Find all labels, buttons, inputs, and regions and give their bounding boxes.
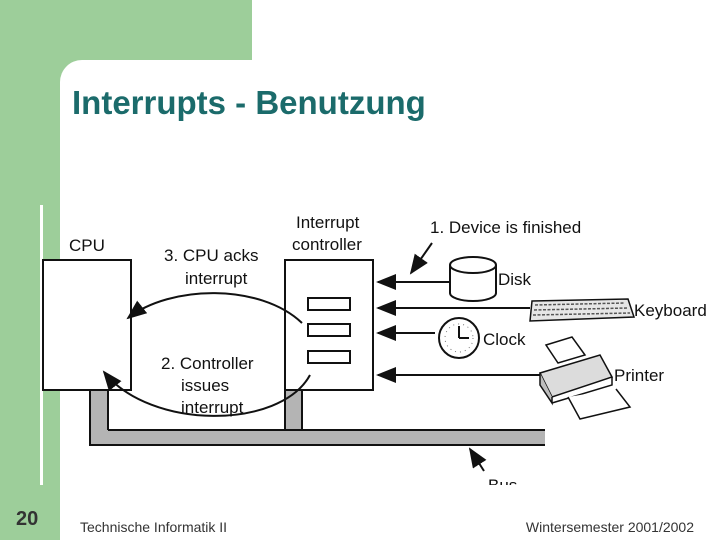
disk-label: Disk bbox=[498, 270, 532, 289]
semester-label: Wintersemester 2001/2002 bbox=[525, 519, 694, 535]
course-name: Technische Informatik II bbox=[80, 519, 228, 535]
slide-title: Interrupts - Benutzung bbox=[72, 84, 426, 121]
bus-drop-controller-fill bbox=[285, 390, 302, 430]
controller-label-line2: controller bbox=[292, 235, 362, 254]
controller-slot-2 bbox=[307, 323, 351, 337]
controller-slot-3 bbox=[307, 350, 351, 364]
printer-icon bbox=[538, 336, 632, 420]
step2-line1: 2. Controller bbox=[161, 354, 254, 373]
interrupt-diagram: CPU Interrupt controller 3. CPU acks int… bbox=[40, 205, 707, 485]
disk-icon bbox=[449, 256, 497, 302]
bus-fill bbox=[90, 430, 545, 445]
cpu-ack-arrow bbox=[126, 292, 303, 324]
step3-line1: 3. CPU acks bbox=[164, 246, 258, 265]
controller-issues-arrow bbox=[102, 370, 311, 417]
bus-drop-cpu-fill bbox=[90, 390, 108, 430]
step2-line3: interrupt bbox=[181, 398, 244, 417]
controller-label-line1: Interrupt bbox=[296, 213, 360, 232]
cpu-label: CPU bbox=[69, 236, 105, 255]
bus-arrow bbox=[468, 447, 487, 472]
printer-label: Printer bbox=[614, 366, 664, 385]
keyboard-label: Keyboard bbox=[634, 301, 707, 320]
bus-label: Bus bbox=[488, 476, 517, 485]
device-finished-arrow bbox=[409, 242, 433, 275]
clock-icon bbox=[438, 317, 480, 359]
step2-line2: issues bbox=[181, 376, 229, 395]
cpu-box bbox=[42, 259, 132, 391]
step1-label: 1. Device is finished bbox=[430, 218, 581, 237]
keyboard-icon bbox=[529, 298, 636, 322]
page-number: 20 bbox=[16, 508, 39, 530]
step3-line2: interrupt bbox=[185, 269, 248, 288]
controller-slot-1 bbox=[307, 297, 351, 311]
clock-label: Clock bbox=[483, 330, 526, 349]
